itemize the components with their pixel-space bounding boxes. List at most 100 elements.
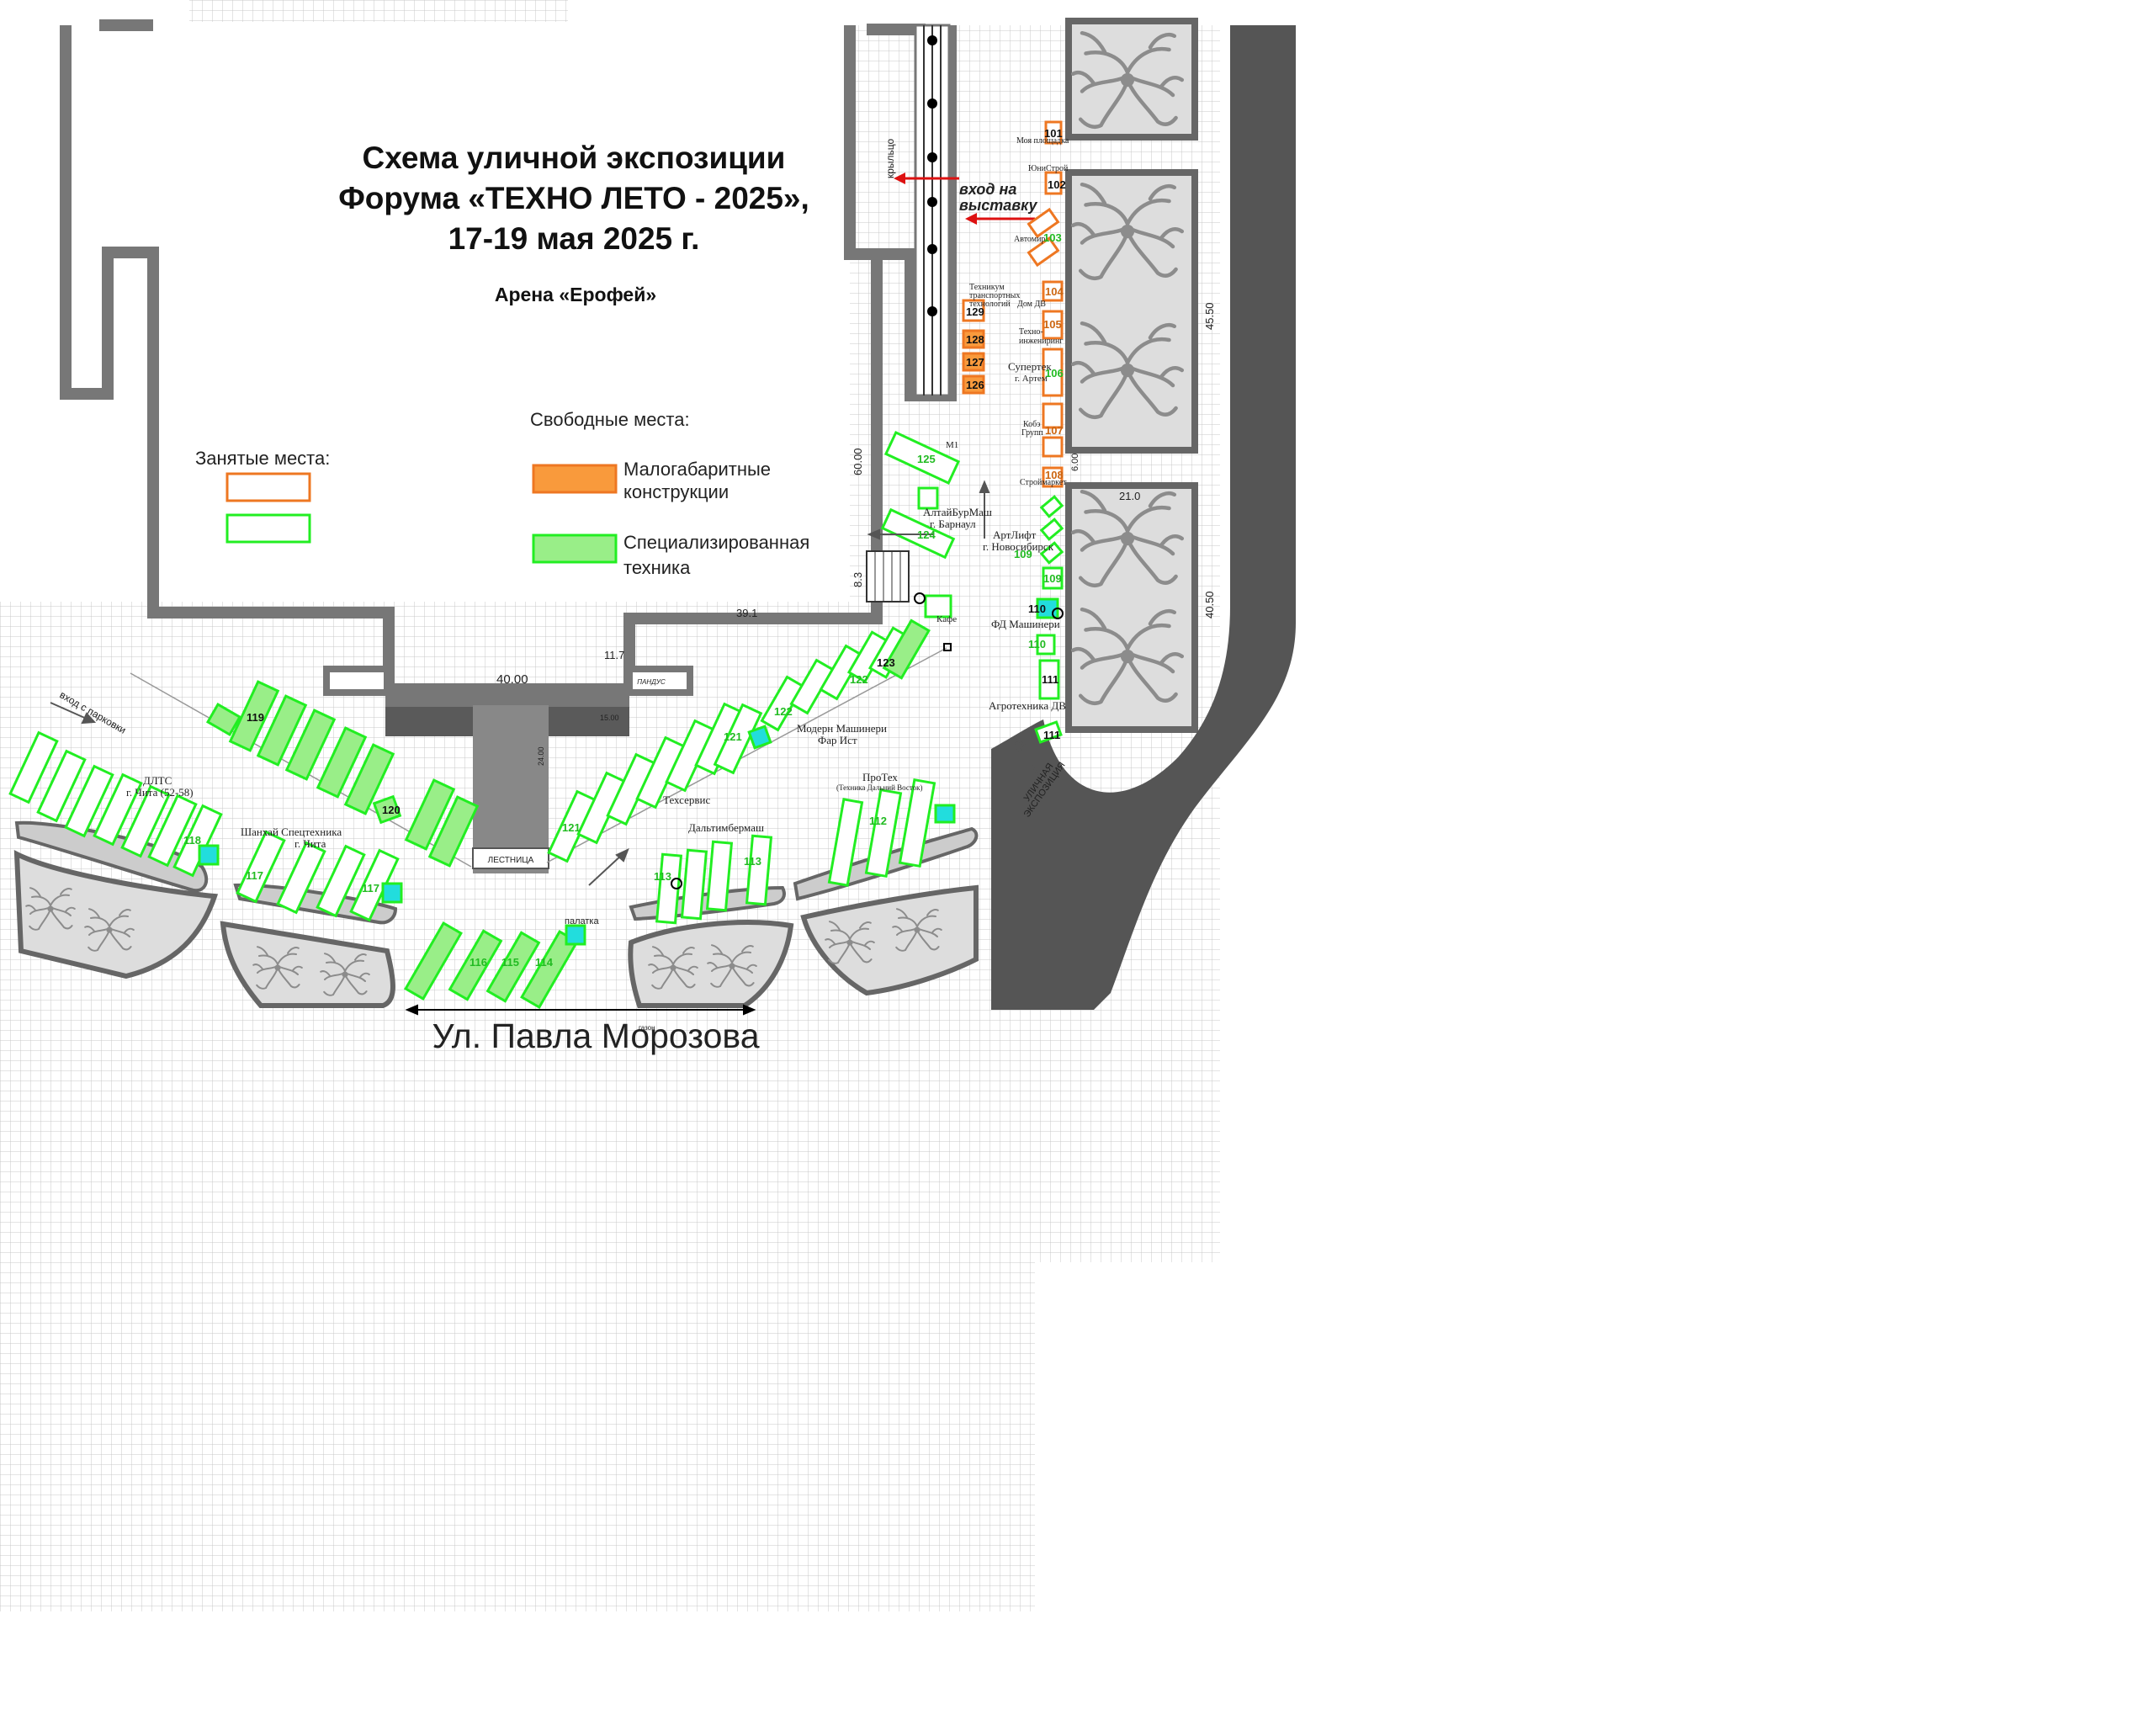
num-110-a: 110 <box>1028 603 1046 615</box>
booth-120-b[interactable] <box>404 778 456 851</box>
booth-129[interactable] <box>962 299 985 322</box>
tent-118[interactable] <box>198 844 220 866</box>
num-124: 124 <box>917 528 936 541</box>
booth-101[interactable] <box>1044 120 1063 145</box>
num-121-b: 121 <box>562 821 581 834</box>
booth-119[interactable] <box>228 680 280 752</box>
booth-119-c[interactable] <box>284 709 337 781</box>
num-116: 116 <box>470 956 487 969</box>
booth-119-e[interactable] <box>343 743 395 815</box>
exh-112-1: ПроТех <box>862 771 898 783</box>
num-111-a: 111 <box>1042 673 1058 686</box>
booth-108[interactable] <box>1042 466 1064 488</box>
booth-118-a[interactable] <box>8 730 59 804</box>
booth-113[interactable] <box>655 852 683 925</box>
venue: Арена «Ерофей» <box>495 284 656 305</box>
lawn-label: газон <box>639 1024 655 1032</box>
booth-117-c[interactable] <box>316 844 366 918</box>
exh-106-2: г. Артем <box>1015 374 1048 384</box>
booth-113-b[interactable] <box>680 848 708 921</box>
booth-107[interactable] <box>1042 402 1064 429</box>
booth-109-b[interactable] <box>1039 518 1064 541</box>
booth-122-a[interactable] <box>760 675 805 732</box>
num-122-a: 122 <box>850 673 868 686</box>
marker-square <box>943 643 952 651</box>
legend-occupied-small <box>225 472 311 502</box>
booth-112-b[interactable] <box>898 778 936 868</box>
booth-104[interactable] <box>1042 280 1064 302</box>
num-121-a: 121 <box>724 730 742 743</box>
exh-118-1: ДЛТС <box>143 774 172 787</box>
booth-118-c[interactable] <box>64 764 114 838</box>
street-arrow <box>405 1004 756 1016</box>
booth-115-a[interactable] <box>448 929 503 1001</box>
num-125: 125 <box>917 453 936 465</box>
booth-113-c[interactable] <box>705 840 734 912</box>
exh-117-2: г. Чита <box>294 837 326 850</box>
booth-109[interactable] <box>1042 566 1064 590</box>
booth-cafe[interactable] <box>924 594 952 618</box>
booth-115[interactable] <box>485 931 541 1003</box>
entrance-label-1: вход на <box>959 181 1016 198</box>
dim-24: 24.00 <box>537 746 545 766</box>
booth-127[interactable] <box>962 352 985 372</box>
stairs-label: ЛЕСТНИЦА <box>488 856 534 865</box>
entrance-label-2: выставку <box>959 197 1037 214</box>
num-118: 118 <box>183 834 201 847</box>
booth-120[interactable] <box>372 794 402 825</box>
booth-119-d[interactable] <box>316 726 368 799</box>
tent-112[interactable] <box>934 804 956 824</box>
booth-112[interactable] <box>864 788 903 879</box>
booth-110[interactable] <box>1036 634 1056 656</box>
guide-line <box>546 647 947 863</box>
ramp-label: ПАНДУС <box>637 678 666 686</box>
direction-arrows <box>50 480 1044 886</box>
exh-104: Дом ДВ <box>1017 300 1046 309</box>
booth-103[interactable] <box>1027 207 1060 239</box>
tent-114[interactable] <box>565 924 586 946</box>
exh-107-2: Групп <box>1021 428 1043 438</box>
booth-112-a[interactable] <box>827 798 864 887</box>
exh-122-2: Фар Ист <box>818 734 857 746</box>
booth-107b[interactable] <box>1042 436 1064 458</box>
booth-117[interactable] <box>236 830 286 904</box>
booth-122-c[interactable] <box>819 644 864 701</box>
title-line-2: Форума «ТЕХНО ЛЕТО - 2025», <box>338 181 809 215</box>
booth-123-free[interactable] <box>882 618 931 680</box>
booth-119-small[interactable] <box>205 703 242 736</box>
booth-118-e[interactable] <box>120 784 171 858</box>
booth-109-c[interactable] <box>1039 541 1064 565</box>
dim-15: 15.00 <box>600 714 619 722</box>
num-106: 106 <box>1045 367 1064 380</box>
booth-111-b[interactable] <box>1034 720 1063 744</box>
exh-105-2: инжениринг <box>1019 337 1063 346</box>
booth-118-f[interactable] <box>147 794 198 868</box>
legend-occupied-special <box>225 513 311 544</box>
booth-125[interactable] <box>883 430 961 486</box>
booth-102[interactable] <box>1044 171 1063 195</box>
legend-small-label-2: конструкции <box>623 481 729 502</box>
booth-109-a[interactable] <box>1039 495 1064 518</box>
booth-105[interactable] <box>1042 310 1064 340</box>
num-103: 103 <box>1043 231 1062 244</box>
booth-128[interactable] <box>962 329 985 349</box>
booth-116[interactable] <box>404 921 463 1001</box>
booth-118-d[interactable] <box>93 772 143 847</box>
booth-119-b[interactable] <box>256 694 308 767</box>
booth-117-b[interactable] <box>276 841 326 915</box>
booth-alt[interactable] <box>917 486 939 510</box>
title-block: Схема уличной экспозиции Форума «ТЕХНО Л… <box>338 141 809 305</box>
booth-120-c[interactable] <box>427 795 480 868</box>
tent-121[interactable] <box>747 725 772 750</box>
booth-111[interactable] <box>1038 659 1060 700</box>
legend-free-heading: Свободные места: <box>530 409 690 430</box>
booth-103b[interactable] <box>1027 236 1060 268</box>
booth-126[interactable] <box>962 374 985 395</box>
booth-122-b[interactable] <box>789 658 835 715</box>
tent-117[interactable] <box>381 882 403 904</box>
booth-106[interactable] <box>1042 348 1064 397</box>
booth-113-d[interactable] <box>745 834 773 906</box>
exh-101: Моя площадка <box>1016 136 1069 146</box>
booth-118-b[interactable] <box>36 749 87 823</box>
booth-121[interactable] <box>713 703 763 775</box>
